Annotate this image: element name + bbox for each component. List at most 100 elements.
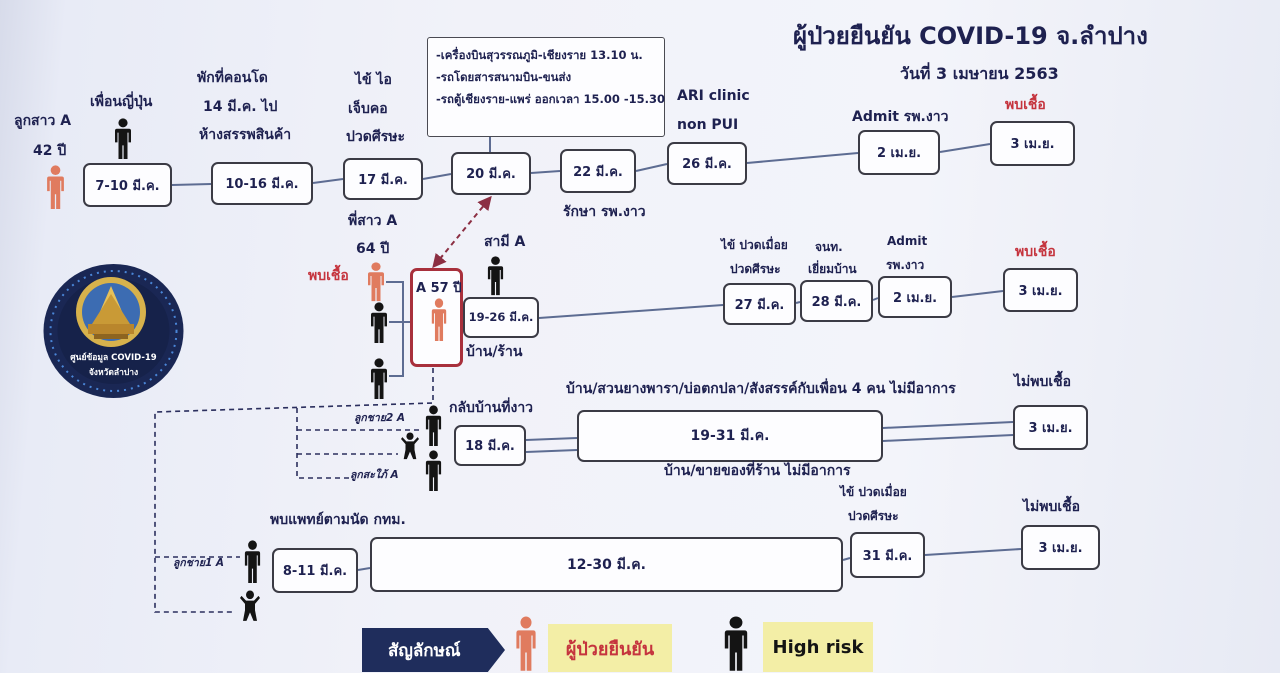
event-note: กลับบ้านที่งาว bbox=[449, 400, 534, 416]
logo-line1: ศูนย์ข้อมูล COVID-19 bbox=[70, 353, 157, 363]
legend-confirmed: ผู้ป่วยยืนยัน bbox=[548, 624, 672, 672]
travel-note: -รถโดยสารสนามบิน-ขนส่ง bbox=[436, 70, 572, 84]
date-box: 2 เม.ย. bbox=[858, 130, 940, 175]
symptom-note: ไข้ ไอ bbox=[355, 72, 392, 88]
legend-title: สัญลักษณ์ bbox=[362, 628, 505, 672]
date-box: 19-26 มี.ค. bbox=[463, 297, 539, 338]
travel-note: -รถตู้เชียงราย-แพร่ ออกเวลา 15.00 -15.30 bbox=[436, 92, 665, 106]
high-risk-person-icon bbox=[424, 450, 443, 492]
activity-note: บ้าน/สวนยางพารา/บ่อตกปลา/สังสรรค์กับเพื่… bbox=[566, 381, 956, 397]
timeline-connector bbox=[924, 548, 1022, 556]
page-date: วันที่ 3 เมษายน 2563 bbox=[900, 64, 1059, 83]
husband-label: สามี A bbox=[484, 234, 526, 250]
date-box: 22 มี.ค. bbox=[560, 149, 636, 193]
date-box: 2 เม.ย. bbox=[878, 276, 952, 318]
date-box: 31 มี.ค. bbox=[850, 532, 925, 578]
timeline-connector bbox=[525, 449, 578, 453]
child-icon bbox=[401, 432, 419, 460]
high-risk-person-icon bbox=[113, 118, 133, 160]
event-note: non PUI bbox=[677, 117, 739, 133]
timeline-connector bbox=[538, 304, 724, 319]
timeline-connector bbox=[882, 434, 1014, 442]
logo-line2: จังหวัดลำปาง bbox=[88, 368, 139, 378]
event-note: Admit รพ.งาว bbox=[852, 109, 949, 125]
event-note: ห้างสรรพสินค้า bbox=[199, 127, 292, 143]
symptom-note: ปวดศีรษะ bbox=[730, 262, 781, 276]
date-box: 18 มี.ค. bbox=[454, 425, 526, 466]
date-box: 3 เม.ย. bbox=[1013, 405, 1088, 450]
index-patient-label: A 57 ปี bbox=[416, 281, 462, 296]
daughter-name-label: ลูกสาว A bbox=[14, 113, 72, 129]
event-note: บ้าน/ร้าน bbox=[466, 344, 523, 360]
high-risk-person-icon bbox=[424, 405, 443, 447]
event-note: ARI clinic bbox=[677, 88, 750, 104]
timeline-connector bbox=[525, 437, 578, 441]
symptom-note: ปวดศีรษะ bbox=[848, 509, 899, 523]
trace-line bbox=[296, 408, 350, 479]
page-title: ผู้ป่วยยืนยัน COVID-19 จ.ลำปาง bbox=[793, 22, 1148, 50]
symptom-note: ไข้ ปวดเมื่อย bbox=[840, 485, 907, 499]
event-note: จนท. bbox=[815, 240, 843, 254]
sister-age-label: 64 ปี bbox=[356, 241, 390, 257]
event-note: รพ.งาว bbox=[886, 258, 925, 272]
high-risk-person-icon bbox=[722, 616, 750, 672]
family-bracket bbox=[386, 281, 410, 377]
confirmed-person-icon bbox=[430, 298, 448, 342]
timeline-connector bbox=[939, 143, 991, 153]
high-risk-person-icon bbox=[486, 256, 505, 296]
date-box: 17 มี.ค. bbox=[343, 158, 423, 200]
event-note: 14 มี.ค. ไป bbox=[203, 99, 278, 115]
confirmed-person-icon bbox=[366, 262, 386, 302]
son2-label: ลูกชาย2 A bbox=[354, 412, 406, 424]
date-box: 27 มี.ค. bbox=[723, 283, 796, 325]
date-box: 28 มี.ค. bbox=[800, 280, 873, 322]
timeline-connector bbox=[842, 557, 851, 561]
timeline-connector bbox=[357, 567, 371, 571]
date-range-box: 19-31 มี.ค. bbox=[577, 410, 883, 462]
timeline-connector bbox=[635, 163, 668, 172]
timeline-connector bbox=[171, 183, 212, 186]
event-note: พักที่คอนโด bbox=[197, 70, 268, 86]
event-note: รักษา รพ.งาว bbox=[563, 204, 646, 220]
test-result-positive: พบเชื้อ bbox=[1015, 244, 1056, 260]
date-box: 8-11 มี.ค. bbox=[272, 548, 358, 593]
symptom-note: เจ็บคอ bbox=[348, 101, 388, 117]
travel-note: -เครื่องบินสุวรรณภูมิ-เชียงราย 13.10 น. bbox=[436, 48, 643, 62]
test-result-positive: พบเชื้อ bbox=[1005, 97, 1046, 113]
test-result-negative: ไม่พบเชื้อ bbox=[1023, 499, 1081, 515]
date-box: 7-10 มี.ค. bbox=[83, 163, 172, 207]
event-note: เยี่ยมบ้าน bbox=[808, 262, 857, 276]
timeline-connector bbox=[951, 290, 1004, 298]
timeline-connector bbox=[312, 178, 344, 184]
date-range-box: 12-30 มี.ค. bbox=[370, 537, 843, 592]
travel-callout: -เครื่องบินสุวรรณภูมิ-เชียงราย 13.10 น. … bbox=[427, 37, 665, 137]
legend-high-risk: High risk bbox=[763, 622, 873, 672]
sister-name-label: พี่สาว A bbox=[348, 213, 398, 229]
sister-result-label: พบเชื้อ bbox=[308, 268, 349, 284]
symptom-note: ปวดศีรษะ bbox=[346, 129, 405, 145]
provincial-seal-icon: ศูนย์ข้อมูล COVID-19 จังหวัดลำปาง bbox=[42, 262, 185, 400]
symptom-note: ไข้ ปวดเมื่อย bbox=[721, 238, 788, 252]
date-box: 3 เม.ย. bbox=[990, 121, 1075, 166]
child-icon bbox=[240, 590, 260, 622]
date-box: 3 เม.ย. bbox=[1003, 268, 1078, 312]
date-box: 10-16 มี.ค. bbox=[211, 162, 313, 205]
event-note: Admit bbox=[887, 234, 928, 248]
timeline-connector bbox=[530, 170, 561, 174]
contact-link-arrow bbox=[432, 195, 492, 269]
confirmed-person-icon bbox=[514, 616, 538, 672]
son1-label: ลูกชาย1 A bbox=[173, 557, 225, 569]
japanese-friend-label: เพื่อนญี่ปุ่น bbox=[90, 94, 153, 110]
confirmed-person-icon bbox=[45, 165, 66, 210]
date-box: 20 มี.ค. bbox=[451, 152, 531, 195]
timeline-connector bbox=[746, 152, 859, 164]
timeline-connector bbox=[882, 421, 1014, 429]
logo-graphic bbox=[43, 264, 184, 398]
activity-note: บ้าน/ขายของที่ร้าน ไม่มีอาการ bbox=[664, 463, 851, 479]
test-result-negative: ไม่พบเชื้อ bbox=[1014, 374, 1072, 390]
timeline-connector bbox=[422, 173, 452, 180]
high-risk-person-icon bbox=[369, 302, 389, 344]
date-box: 3 เม.ย. bbox=[1021, 525, 1100, 570]
high-risk-person-icon bbox=[369, 358, 389, 400]
high-risk-person-icon bbox=[243, 540, 262, 584]
